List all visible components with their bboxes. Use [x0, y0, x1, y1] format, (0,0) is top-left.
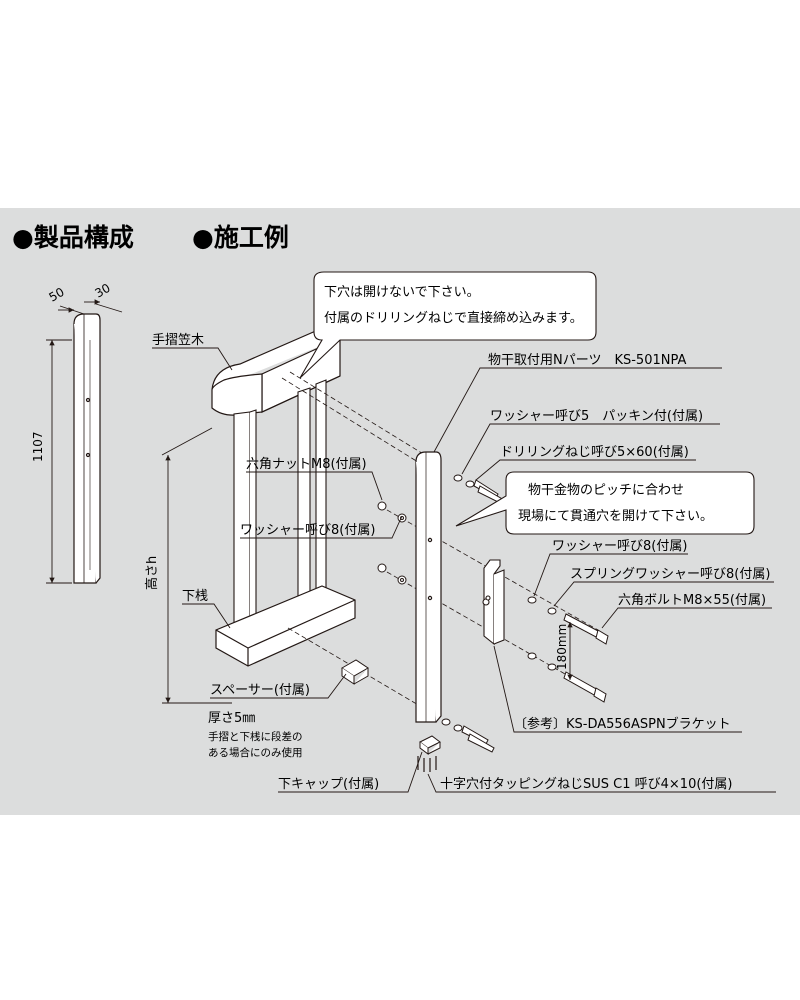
- lower-rail: [215, 585, 356, 667]
- dim-width-50: 50: [47, 285, 67, 305]
- main-post: [415, 451, 442, 723]
- label-spacer-note1: 手摺と下桟に段差の: [208, 730, 303, 743]
- label-n-parts: 物干取付用Nパーツ KS-501NPA: [488, 353, 686, 368]
- callout-top-line2: 付属のドリリングねじで直接締め込みます。: [324, 310, 583, 326]
- lower-screws: [441, 718, 495, 753]
- callout-mid-line1: 物干金物のピッチに合わせ: [528, 482, 684, 498]
- header-installation-example: ●施工例: [192, 223, 289, 252]
- label-drill-screw: ドリリングねじ呼び5×60(付属): [500, 445, 689, 460]
- label-washer8-right: ワッシャー呼び8(付属): [552, 539, 687, 554]
- dim-pitch-180: 180mm: [555, 624, 569, 670]
- label-thickness: 厚さ5㎜: [208, 711, 255, 726]
- spacer: [341, 659, 369, 685]
- left-nuts-washers: [377, 501, 407, 585]
- dim-width-30: 30: [93, 281, 113, 301]
- label-bottom-cap: 下キャップ(付属): [278, 777, 379, 792]
- bracket: [482, 559, 505, 646]
- callout-top: [299, 271, 597, 379]
- label-hex-nut: 六角ナットM8(付属): [246, 457, 367, 472]
- label-lower-rail: 下桟: [182, 589, 208, 604]
- upper-screws: [453, 474, 505, 505]
- dim-post-height: 1107: [31, 431, 45, 462]
- label-spacer-note2: ある場合にのみ使用: [208, 746, 303, 759]
- post-dimension-lines: [46, 299, 123, 584]
- label-bracket: 〔参考〕KS-DA556ASPNブラケット: [514, 716, 731, 732]
- header-product-composition: ●製品構成: [12, 223, 134, 252]
- leader-lines: [152, 347, 776, 793]
- callout-mid-line2: 現場にて貫通穴を開けて下さい。: [518, 509, 713, 524]
- handrail-cap-rail: [211, 329, 342, 416]
- label-washer8-left: ワッシャー呼び8(付属): [240, 523, 375, 538]
- label-tapping-screw: 十字穴付タッピングねじSUS C1 呼び4×10(付属): [440, 777, 732, 792]
- label-spring-washer: スプリングワッシャー呼び8(付属): [570, 567, 770, 582]
- label-washer5: ワッシャー呼び5 パッキン付(付属): [490, 409, 703, 424]
- height-dimension: [161, 427, 232, 704]
- label-hex-bolt: 六角ボルトM8×55(付属): [618, 593, 766, 608]
- dim-height-h: 高さh: [144, 556, 160, 590]
- label-spacer: スペーサー(付属): [210, 683, 310, 698]
- callout-top-line1: 下穴は開けないで下さい。: [324, 285, 480, 300]
- callout-mid: [455, 471, 755, 535]
- label-handrail: 手摺笠木: [152, 333, 204, 348]
- standalone-post: [73, 313, 101, 584]
